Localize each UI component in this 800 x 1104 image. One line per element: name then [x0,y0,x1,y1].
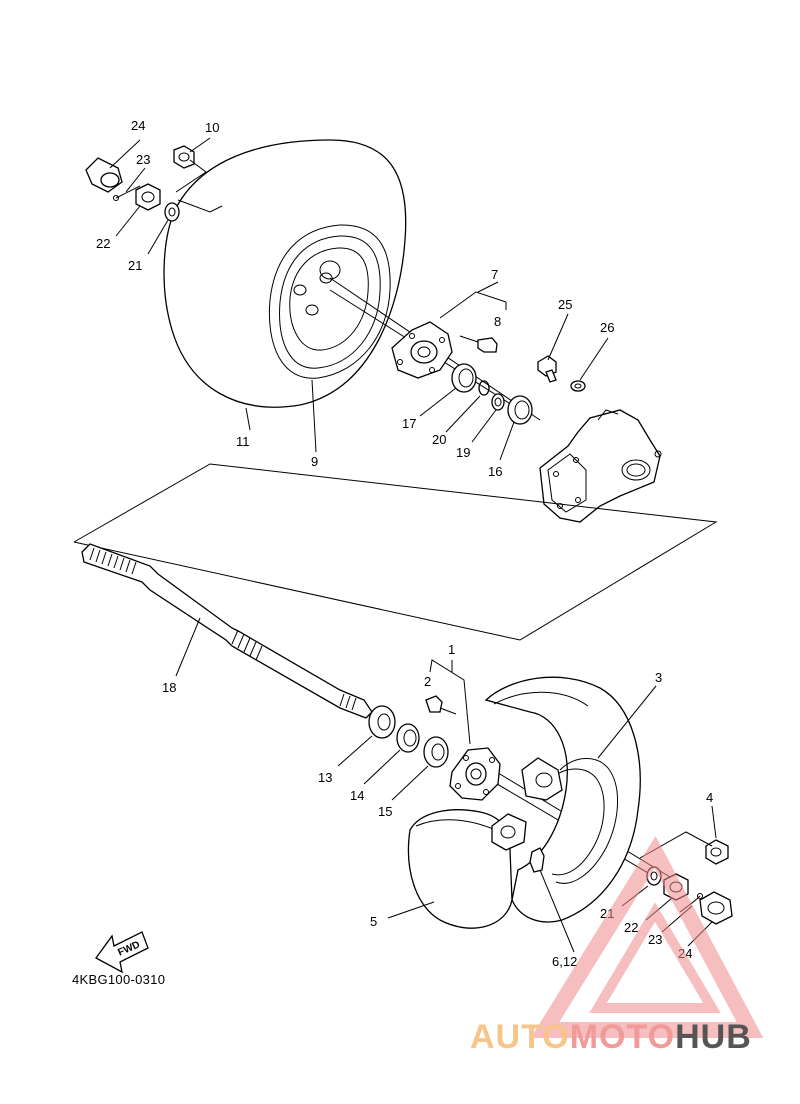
nut-4 [705,839,729,865]
callout-4: 4 [706,790,713,805]
cotter-pin-23-upper [113,185,141,201]
callout-18: 18 [162,680,176,695]
callout-23: 23 [136,152,150,167]
watermark-logo [530,835,764,1038]
bracket-line [439,291,507,319]
gear-housing [539,409,662,523]
bearing-13 [368,705,396,739]
callout-8: 8 [494,314,501,329]
bearing-15 [423,736,449,768]
watermark-part-auto: AUTO [470,1018,570,1056]
oring-19 [491,393,505,411]
upper-wheel-tire [163,139,407,408]
callout-14: 14 [350,788,364,803]
callout-15: 15 [378,804,392,819]
cap-nut-24-upper [85,157,123,193]
castle-nut-22-upper [135,183,161,211]
callout-10: 10 [205,120,219,135]
callout-19: 19 [456,445,470,460]
watermark-text: AUTOMOTOHUB [470,1018,752,1057]
oring-20 [478,380,490,396]
callout-1: 1 [448,642,455,657]
callout-21: 21 [128,258,142,273]
bolt-8 [459,335,498,353]
bearing-17 [451,363,477,393]
callout-5: 5 [370,914,377,929]
guide-line [175,159,207,193]
callout-11: 11 [236,434,250,449]
guide-line [177,199,223,213]
hub-7 [391,321,453,379]
fwd-arrow-icon: FWD [95,931,149,974]
bolt-25 [537,355,557,383]
callout-22: 22 [96,236,110,251]
bearing-16 [507,395,533,425]
watermark-part-hub: HUB [675,1018,752,1056]
callout-20: 20 [432,432,446,447]
callout-23-lower: 23 [648,932,662,947]
callout-25: 25 [558,297,572,312]
callout-13: 13 [318,770,332,785]
nut-10 [173,145,195,169]
bearing-14 [396,723,420,753]
callout-6-12: 6,12 [552,954,577,969]
callout-24: 24 [131,118,145,133]
callout-9: 9 [311,454,318,469]
watermark-part-moto: MOTO [569,1018,676,1056]
cap-nut-24-lower [699,891,733,925]
callout-3: 3 [655,670,662,685]
bracket-line [429,659,471,745]
group-box [73,463,718,641]
callout-26: 26 [600,320,614,335]
hub-1 [449,747,501,801]
callout-17: 17 [402,416,416,431]
callout-16: 16 [488,464,502,479]
callout-7: 7 [491,267,498,282]
washer-21-upper [164,202,180,222]
axle-18 [81,543,373,719]
bolt-2 [425,695,457,715]
lower-wheel-tire [407,676,641,929]
callout-2: 2 [424,674,431,689]
washer-26 [570,380,586,392]
diagram-code: 4KBG100-0310 [72,972,166,987]
callout-22-lower: 22 [624,920,638,935]
